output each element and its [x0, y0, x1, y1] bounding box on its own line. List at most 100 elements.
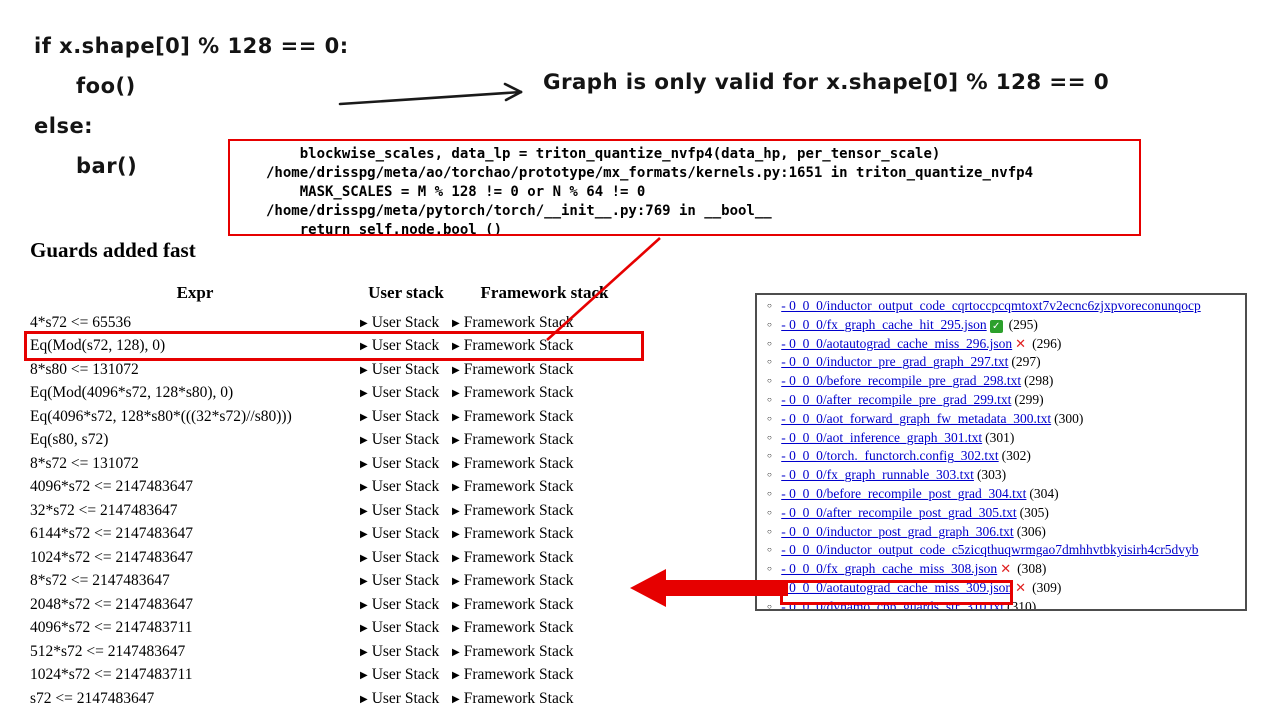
expand-triangle-icon: ▶ [360, 599, 368, 611]
handwritten-code-snippet: if x.shape[0] % 128 == 0: foo() else: ba… [34, 26, 349, 186]
user-stack-label: User Stack [371, 313, 440, 331]
guard-expr: 32*s72 <= 2147483647 [30, 501, 178, 519]
user-stack-toggle[interactable]: ▶User Stack [360, 408, 452, 426]
expand-triangle-icon: ▶ [452, 693, 460, 705]
framework-stack-toggle[interactable]: ▶Framework Stack [452, 455, 637, 473]
framework-stack-toggle[interactable]: ▶Framework Stack [452, 408, 637, 426]
file-list-item: - 0_0_0/inductor_output_code_cqrtoccpcqm… [765, 298, 1245, 317]
user-stack-toggle[interactable]: ▶User Stack [360, 361, 452, 379]
file-link[interactable]: - 0_0_0/aotautograd_cache_miss_309.json [781, 579, 1013, 595]
file-count: (303) [976, 467, 1007, 483]
expand-triangle-icon: ▶ [452, 552, 460, 564]
framework-stack-toggle[interactable]: ▶Framework Stack [452, 572, 637, 590]
file-list-item: - 0_0_0/aotautograd_cache_miss_309.json✕… [765, 580, 1245, 599]
file-link[interactable]: - 0_0_0/aotautograd_cache_miss_296.json [781, 335, 1013, 351]
guard-table-row: 6144*s72 <= 2147483647 ▶User Stack ▶Fram… [30, 523, 650, 547]
framework-stack-toggle[interactable]: ▶Framework Stack [452, 314, 637, 332]
user-stack-toggle[interactable]: ▶User Stack [360, 572, 452, 590]
file-count: (310) [1006, 598, 1037, 611]
framework-stack-toggle[interactable]: ▶Framework Stack [452, 502, 637, 520]
file-count: (295) [1008, 316, 1038, 332]
framework-stack-toggle[interactable]: ▶Framework Stack [452, 384, 637, 402]
expand-triangle-icon: ▶ [360, 364, 368, 376]
user-stack-label: User Stack [371, 572, 440, 590]
framework-stack-toggle[interactable]: ▶Framework Stack [452, 525, 637, 543]
code-line: bar() [76, 154, 138, 178]
file-link[interactable]: - 0_0_0/dynamo_cpp_guards_str_310.txt [781, 598, 1004, 611]
file-link[interactable]: - 0_0_0/torch._functorch.config_302.txt [781, 448, 999, 464]
user-stack-toggle[interactable]: ▶User Stack [360, 643, 452, 661]
file-link[interactable]: - 0_0_0/inductor_output_code_cqrtoccpcqm… [781, 298, 1201, 313]
user-stack-label: User Stack [371, 548, 440, 566]
expand-triangle-icon: ▶ [360, 505, 368, 517]
file-list-item: - 0_0_0/torch._functorch.config_302.txt(… [765, 448, 1245, 467]
framework-stack-toggle[interactable]: ▶Framework Stack [452, 337, 637, 355]
framework-stack-toggle[interactable]: ▶Framework Stack [452, 431, 637, 449]
file-link[interactable]: - 0_0_0/after_recompile_post_grad_305.tx… [781, 504, 1017, 520]
file-link[interactable]: - 0_0_0/fx_graph_runnable_303.txt [781, 467, 974, 483]
file-link[interactable]: - 0_0_0/inductor_pre_grad_graph_297.txt [781, 354, 1009, 370]
guard-expr: 8*s72 <= 2147483647 [30, 572, 170, 590]
user-stack-toggle[interactable]: ▶User Stack [360, 596, 452, 614]
framework-stack-toggle[interactable]: ▶Framework Stack [452, 619, 637, 637]
file-link[interactable]: - 0_0_0/fx_graph_cache_miss_308.json [781, 561, 998, 577]
file-list-item: - 0_0_0/inductor_pre_grad_graph_297.txt(… [765, 354, 1245, 373]
user-stack-toggle[interactable]: ▶User Stack [360, 337, 452, 355]
framework-stack-toggle[interactable]: ▶Framework Stack [452, 690, 637, 708]
cache-status: ✕ [1012, 580, 1029, 596]
guard-expr: 1024*s72 <= 2147483647 [30, 548, 194, 566]
code-line: if x.shape[0] % 128 == 0: [34, 34, 349, 58]
file-link[interactable]: - 0_0_0/after_recompile_pre_grad_299.txt [781, 391, 1012, 407]
file-link[interactable]: - 0_0_0/before_recompile_post_grad_304.t… [781, 485, 1027, 501]
file-list-item: - 0_0_0/dynamo_cpp_guards_str_310.txt(31… [765, 598, 1245, 611]
framework-stack-label: Framework Stack [463, 337, 574, 355]
file-count: (306) [1016, 523, 1046, 539]
expand-triangle-icon: ▶ [452, 411, 460, 423]
user-stack-toggle[interactable]: ▶User Stack [360, 690, 452, 708]
expand-triangle-icon: ▶ [452, 576, 460, 588]
framework-stack-toggle[interactable]: ▶Framework Stack [452, 549, 637, 567]
user-stack-toggle[interactable]: ▶User Stack [360, 619, 452, 637]
expand-triangle-icon: ▶ [452, 317, 460, 329]
framework-stack-toggle[interactable]: ▶Framework Stack [452, 596, 637, 614]
framework-stack-toggle[interactable]: ▶Framework Stack [452, 478, 637, 496]
expand-triangle-icon: ▶ [452, 435, 460, 447]
guard-table-row: 4096*s72 <= 2147483647 ▶User Stack ▶Fram… [30, 476, 650, 500]
guard-table-row: Eq(Mod(s72, 128), 0) ▶User Stack ▶Framew… [30, 335, 650, 359]
file-link[interactable]: - 0_0_0/aot_inference_graph_301.txt [781, 429, 983, 445]
framework-stack-toggle[interactable]: ▶Framework Stack [452, 666, 637, 684]
file-link[interactable]: - 0_0_0/aot_forward_graph_fw_metadata_30… [781, 410, 1052, 426]
user-stack-toggle[interactable]: ▶User Stack [360, 502, 452, 520]
user-stack-toggle[interactable]: ▶User Stack [360, 666, 452, 684]
file-link[interactable]: - 0_0_0/before_recompile_pre_grad_298.tx… [781, 373, 1022, 389]
file-link[interactable]: - 0_0_0/inductor_post_grad_graph_306.txt [781, 523, 1014, 539]
expand-triangle-icon: ▶ [360, 646, 368, 658]
code-line: foo() [76, 74, 136, 98]
user-stack-toggle[interactable]: ▶User Stack [360, 455, 452, 473]
user-stack-toggle[interactable]: ▶User Stack [360, 478, 452, 496]
cache-miss-x-icon: ✕ [1015, 580, 1027, 596]
hand-drawn-arrow-icon [338, 82, 523, 106]
user-stack-toggle[interactable]: ▶User Stack [360, 431, 452, 449]
tlparse-file-list-panel: - 0_0_0/inductor_output_code_cqrtoccpcqm… [755, 293, 1247, 611]
framework-stack-label: Framework Stack [463, 501, 574, 519]
user-stack-label: User Stack [371, 619, 440, 637]
file-list-item: - 0_0_0/inductor_post_grad_graph_306.txt… [765, 524, 1245, 543]
framework-stack-toggle[interactable]: ▶Framework Stack [452, 361, 637, 379]
file-list-item: - 0_0_0/after_recompile_post_grad_305.tx… [765, 505, 1245, 524]
user-stack-toggle[interactable]: ▶User Stack [360, 314, 452, 332]
user-stack-label: User Stack [371, 642, 440, 660]
guard-expr: 8*s80 <= 131072 [30, 360, 139, 378]
guard-expr: 6144*s72 <= 2147483647 [30, 525, 194, 543]
user-stack-toggle[interactable]: ▶User Stack [360, 549, 452, 567]
file-link[interactable]: - 0_0_0/inductor_output_code_c5zicqthuqw… [781, 542, 1199, 558]
framework-stack-label: Framework Stack [463, 478, 574, 496]
framework-stack-toggle[interactable]: ▶Framework Stack [452, 643, 637, 661]
file-count: (305) [1019, 504, 1049, 520]
file-list-item: - 0_0_0/after_recompile_pre_grad_299.txt… [765, 392, 1245, 411]
expand-triangle-icon: ▶ [452, 458, 460, 470]
file-link[interactable]: - 0_0_0/fx_graph_cache_hit_295.json [781, 316, 987, 332]
user-stack-toggle[interactable]: ▶User Stack [360, 525, 452, 543]
user-stack-label: User Stack [371, 407, 440, 425]
user-stack-toggle[interactable]: ▶User Stack [360, 384, 452, 402]
